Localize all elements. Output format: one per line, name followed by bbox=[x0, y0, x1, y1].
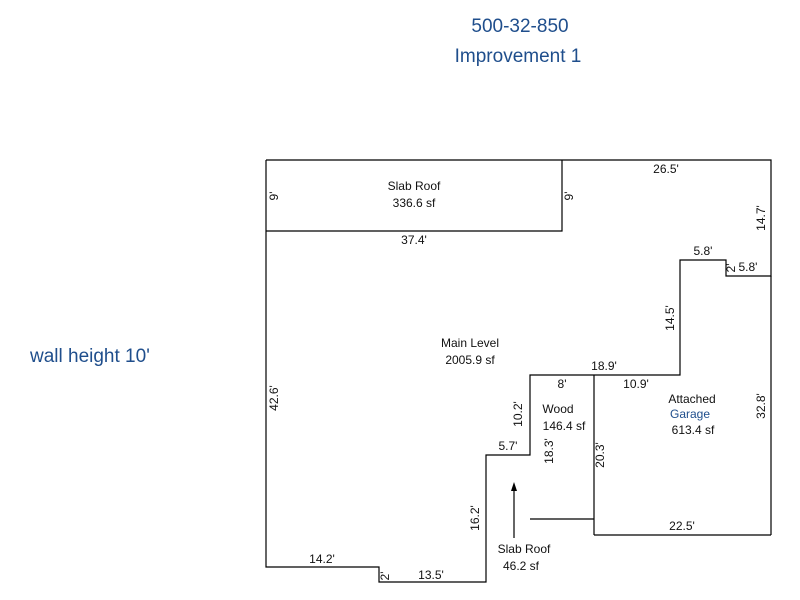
dim-32-8: 32.8' bbox=[754, 393, 768, 419]
dim-20-3: 20.3' bbox=[593, 442, 607, 468]
dim-18-3: 18.3' bbox=[542, 438, 556, 464]
dim-9-left: 9' bbox=[267, 192, 281, 201]
garage-name-line2: Garage bbox=[670, 407, 710, 421]
wood-area: 146.4 sf bbox=[543, 419, 586, 433]
slab-roof-bottom-area: 46.2 sf bbox=[503, 559, 540, 573]
wood-name: Wood bbox=[542, 402, 573, 416]
outer-outline bbox=[265, 159, 772, 583]
dim-5-8-right: 5.8' bbox=[739, 260, 758, 274]
dim-13-5: 13.5' bbox=[418, 568, 444, 582]
slab-roof-arrow-head bbox=[511, 482, 517, 491]
dim-14-5: 14.5' bbox=[663, 305, 677, 331]
dim-2-bottom: 2' bbox=[378, 572, 392, 581]
slab-roof-bottom-name: Slab Roof bbox=[498, 542, 551, 556]
dim-14-7: 14.7' bbox=[754, 205, 768, 231]
main-level-name: Main Level bbox=[441, 336, 499, 350]
garage-name-line1: Attached bbox=[668, 392, 715, 406]
dim-8: 8' bbox=[558, 377, 567, 391]
dim-10-9: 10.9' bbox=[623, 377, 649, 391]
main-level-area: 2005.9 sf bbox=[445, 353, 495, 367]
dim-2-right: 2' bbox=[724, 264, 738, 273]
dim-9-right: 9' bbox=[562, 192, 576, 201]
improvement-label: Improvement 1 bbox=[454, 46, 582, 67]
garage-area: 613.4 sf bbox=[672, 423, 715, 437]
dim-10-2: 10.2' bbox=[511, 401, 525, 427]
dim-5-7: 5.7' bbox=[499, 439, 518, 453]
dim-5-8-top: 5.8' bbox=[694, 244, 713, 258]
dim-37-4: 37.4' bbox=[401, 233, 427, 247]
dim-22-5: 22.5' bbox=[669, 519, 695, 533]
dim-14-2: 14.2' bbox=[309, 552, 335, 566]
slab-roof-top-area: 336.6 sf bbox=[393, 196, 436, 210]
dim-16-2: 16.2' bbox=[468, 505, 482, 531]
dim-42-6: 42.6' bbox=[267, 385, 281, 411]
dim-18-9: 18.9' bbox=[591, 359, 617, 373]
slab-roof-top-name: Slab Roof bbox=[388, 179, 441, 193]
slab-roof-top-box bbox=[266, 160, 563, 232]
dim-26-5: 26.5' bbox=[653, 162, 679, 176]
wall-height-label: wall height 10' bbox=[30, 346, 150, 367]
parcel-id: 500-32-850 bbox=[471, 16, 569, 37]
